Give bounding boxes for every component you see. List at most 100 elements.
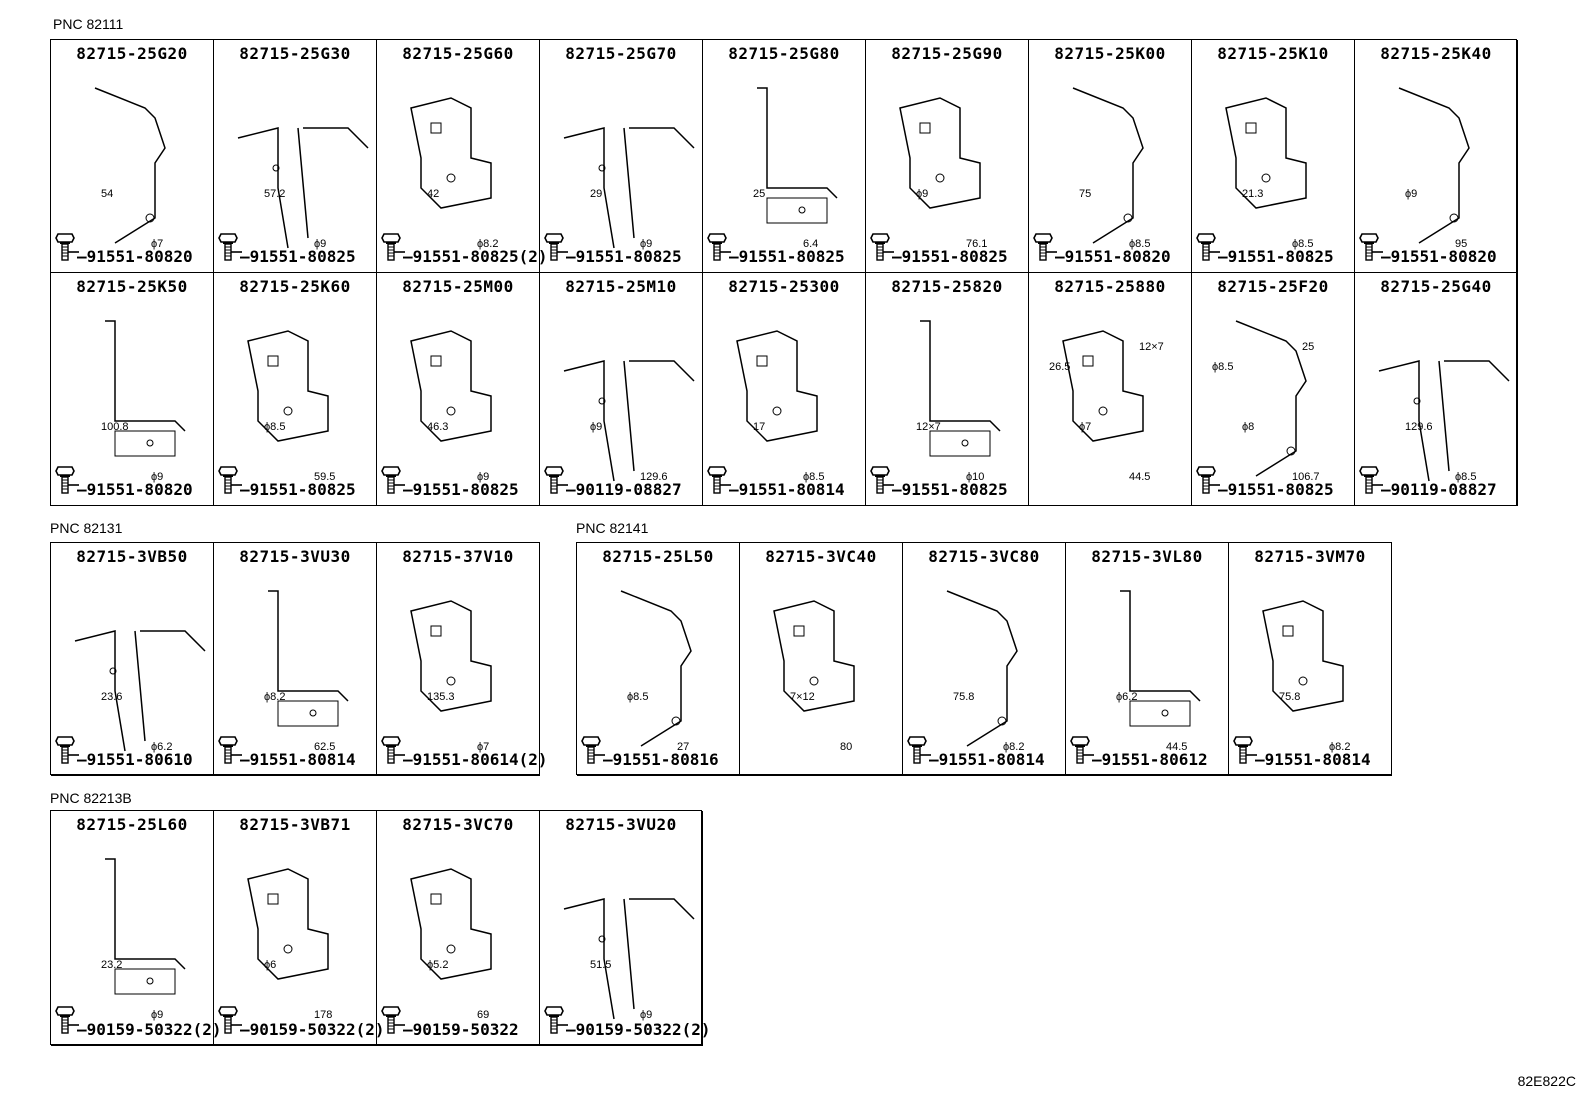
- fastener-number[interactable]: —91551-80825: [240, 480, 356, 499]
- part-number[interactable]: 82715-25820: [891, 277, 1003, 296]
- part-number[interactable]: 82715-25K50: [76, 277, 188, 296]
- part-cell[interactable]: 82715-3VC40 7×12 80: [740, 543, 903, 776]
- fastener-number[interactable]: —91551-80820: [1381, 247, 1497, 266]
- part-number[interactable]: 82715-3VM70: [1254, 547, 1366, 566]
- dimension-label: ϕ8.5: [1212, 361, 1234, 373]
- part-number[interactable]: 82715-25L50: [602, 547, 714, 566]
- dimension-label: ϕ6.2: [1116, 691, 1138, 703]
- part-number[interactable]: 82715-25K00: [1054, 44, 1166, 63]
- fastener-number[interactable]: —91551-80825: [240, 247, 356, 266]
- fastener-number[interactable]: —91551-80825: [1218, 247, 1334, 266]
- part-number[interactable]: 82715-25L60: [76, 815, 188, 834]
- part-number[interactable]: 82715-3VL80: [1091, 547, 1203, 566]
- part-number[interactable]: 82715-3VB71: [239, 815, 351, 834]
- part-number[interactable]: 82715-3VU30: [239, 547, 351, 566]
- part-number[interactable]: 82715-25G70: [565, 44, 677, 63]
- part-number[interactable]: 82715-3VC40: [765, 547, 877, 566]
- pnc-label-82131: PNC 82131: [50, 520, 123, 536]
- part-number[interactable]: 82715-37V10: [402, 547, 514, 566]
- fastener-number[interactable]: —91551-80825: [892, 247, 1008, 266]
- part-number[interactable]: 82715-25G40: [1380, 277, 1492, 296]
- part-number[interactable]: 82715-3VU20: [565, 815, 677, 834]
- fastener-number[interactable]: —90159-50322: [403, 1020, 519, 1039]
- fastener-number[interactable]: —91551-80820: [77, 247, 193, 266]
- part-number[interactable]: 82715-3VC80: [928, 547, 1040, 566]
- part-number[interactable]: 82715-25G20: [76, 44, 188, 63]
- fastener-number[interactable]: —91551-80825: [729, 247, 845, 266]
- part-number[interactable]: 82715-25M10: [565, 277, 677, 296]
- fastener-number[interactable]: —90119-08827: [566, 480, 682, 499]
- fastener-number[interactable]: —90119-08827: [1381, 480, 1497, 499]
- fastener-number[interactable]: —91551-80814: [1255, 750, 1371, 769]
- part-number[interactable]: 82715-25K10: [1217, 44, 1329, 63]
- dimension-label: 80: [840, 741, 853, 753]
- part-number[interactable]: 82715-25G90: [891, 44, 1003, 63]
- bracket-drawing: [410, 600, 492, 712]
- fastener-number[interactable]: —91551-80612: [1092, 750, 1208, 769]
- fastener-number[interactable]: —90159-50322(2): [77, 1020, 222, 1039]
- part-number[interactable]: 82715-25G80: [728, 44, 840, 63]
- part-number[interactable]: 82715-25K60: [239, 277, 351, 296]
- part-number[interactable]: 82715-3VB50: [76, 547, 188, 566]
- fastener-number[interactable]: —91551-80816: [603, 750, 719, 769]
- part-number[interactable]: 82715-3VC70: [402, 815, 514, 834]
- part-number[interactable]: 82715-25M00: [402, 277, 514, 296]
- bolt-icon: [381, 465, 405, 499]
- fastener-number[interactable]: —90159-50322(2): [566, 1020, 711, 1039]
- part-number[interactable]: 82715-25G30: [239, 44, 351, 63]
- dimension-label: 7×12: [790, 691, 815, 703]
- fastener-number[interactable]: —90159-50322(2): [240, 1020, 385, 1039]
- part-number[interactable]: 82715-25880: [1054, 277, 1166, 296]
- fastener-number[interactable]: —91551-80814: [240, 750, 356, 769]
- part-number[interactable]: 82715-25G60: [402, 44, 514, 63]
- part-number[interactable]: 82715-25300: [728, 277, 840, 296]
- fastener-number[interactable]: —91551-80820: [1055, 247, 1171, 266]
- fastener: —91551-80825: [707, 232, 863, 266]
- part-number[interactable]: 82715-25F20: [1217, 277, 1329, 296]
- fastener-number[interactable]: —91551-80614(2): [403, 750, 548, 769]
- fastener-number[interactable]: —91551-80814: [929, 750, 1045, 769]
- fastener-number[interactable]: —91551-80825: [403, 480, 519, 499]
- fastener-number[interactable]: —91551-80610: [77, 750, 193, 769]
- fastener-number[interactable]: —91551-80825(2): [403, 247, 548, 266]
- fastener-number[interactable]: —91551-80825: [892, 480, 1008, 499]
- fastener-number[interactable]: —91551-80814: [729, 480, 845, 499]
- part-number[interactable]: 82715-25K40: [1380, 44, 1492, 63]
- dimension-label: ϕ8.2: [1003, 741, 1025, 753]
- fastener: —90159-50322(2): [544, 1005, 711, 1039]
- dimension-label: 178: [314, 1009, 333, 1021]
- fastener-number[interactable]: —91551-80820: [77, 480, 193, 499]
- fastener-number[interactable]: —91551-80825: [1218, 480, 1334, 499]
- fastener-number[interactable]: —91551-80825: [566, 247, 682, 266]
